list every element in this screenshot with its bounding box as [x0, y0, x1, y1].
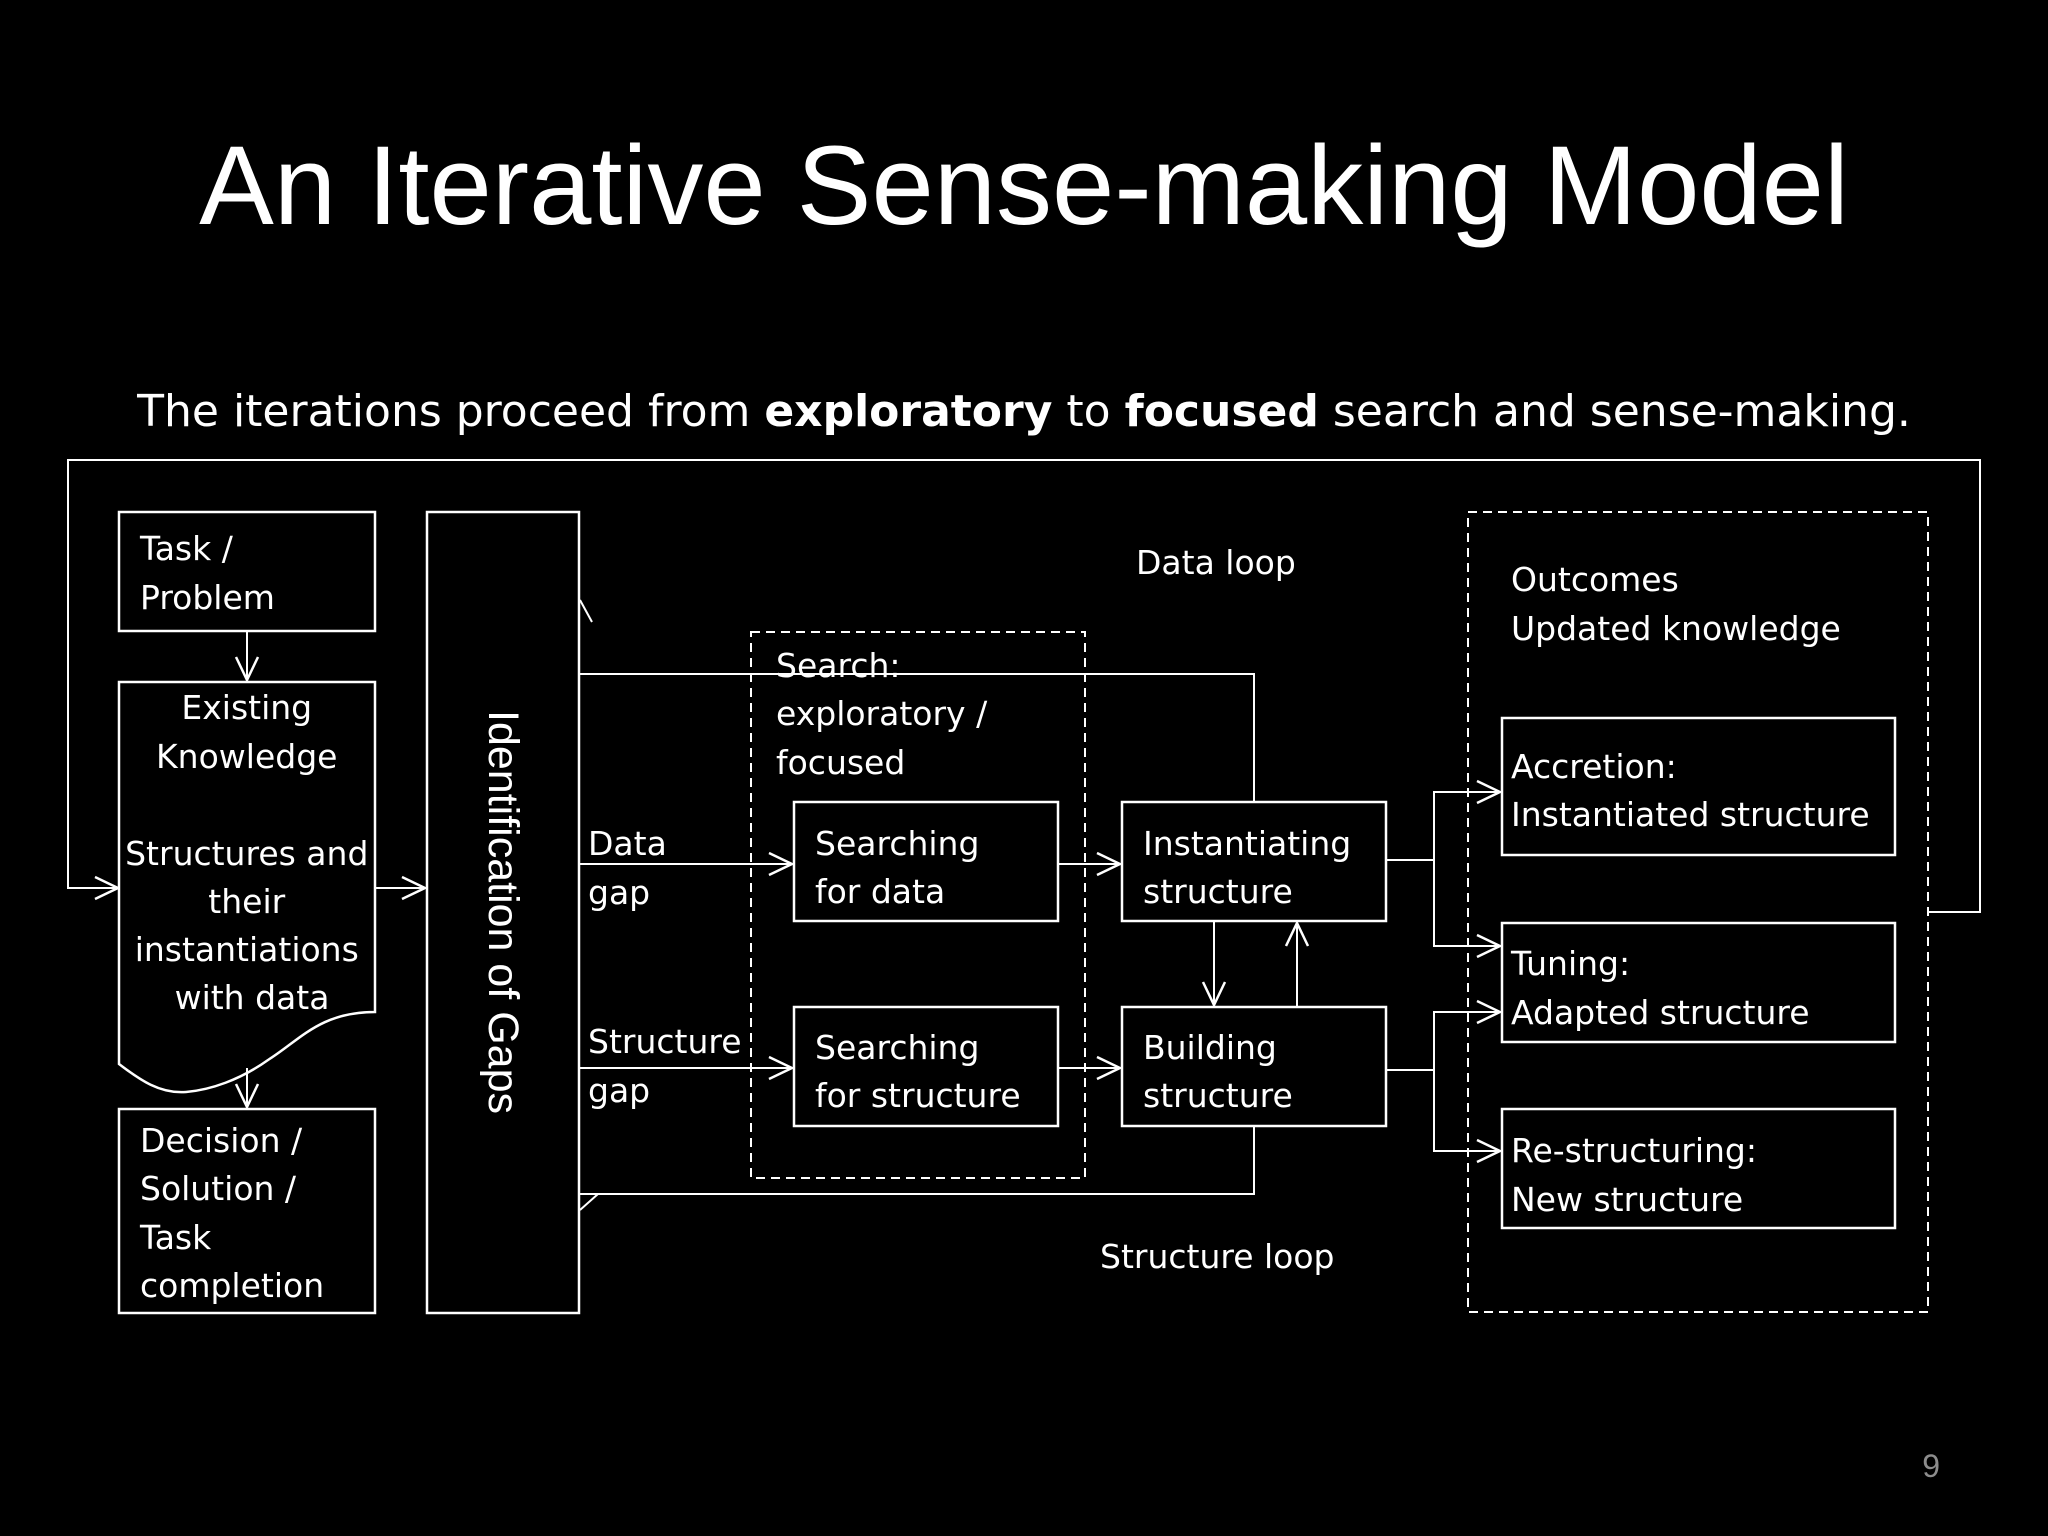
searching-for-structure-box: [792, 1005, 1060, 1128]
building-to-restructuring: [1433, 1070, 1500, 1151]
building-structure-label: Building structure: [1143, 1028, 1293, 1115]
restructuring-label: Re-structuring: New structure: [1511, 1131, 1768, 1219]
instantiating-structure-label: Instantiating structure: [1143, 824, 1362, 911]
subtitle-bold-focused: focused: [1124, 386, 1319, 437]
accretion-label: Accretion: Instantiated structure: [1511, 747, 1870, 834]
accretion-box: [1500, 716, 1897, 857]
outcomes-group-frame: [1467, 511, 1929, 1313]
instantiate-to-tuning: [1433, 860, 1500, 946]
task-problem-box: [117, 510, 377, 633]
data-loop-line: [579, 673, 1255, 802]
outer-feedback-loop: [67, 459, 1981, 913]
subtitle-part-2: to: [1052, 386, 1125, 437]
building-structure-box: [1120, 1005, 1388, 1128]
structure-loop-line: [579, 1126, 1255, 1195]
data-loop-arrowhead: [579, 599, 593, 623]
structure-loop-label: Structure loop: [1100, 1237, 1335, 1276]
searching-for-data-label: Searching for data: [815, 824, 990, 911]
search-group-frame: [750, 631, 1086, 1179]
searching-for-data-box: [792, 800, 1060, 923]
slide-title: An Iterative Sense-making Model: [199, 123, 1849, 248]
decision-label: Decision / Solution / Task completion: [139, 1121, 324, 1305]
data-loop-label: Data loop: [1136, 543, 1296, 582]
identification-of-gaps-box: [425, 510, 581, 1315]
outcomes-label: Outcomes Updated knowledge: [1511, 560, 1841, 648]
searching-for-structure-label: Searching for structure: [815, 1028, 1021, 1115]
restructuring-box: [1500, 1107, 1897, 1230]
instantiate-to-accretion: [1386, 792, 1500, 861]
structure-loop-arrowhead: [579, 1193, 599, 1211]
instantiating-structure-box: [1120, 800, 1388, 923]
subtitle-bold-exploratory: exploratory: [764, 386, 1053, 437]
subtitle-part-1: The iterations proceed from: [137, 386, 765, 437]
page-number: 9: [1922, 1448, 1940, 1484]
slide-subtitle: The iterations proceed from exploratory …: [0, 390, 2048, 434]
data-gap-label: Data gap: [588, 824, 677, 912]
building-to-tuning: [1386, 1012, 1500, 1071]
task-problem-label: Task / Problem: [139, 529, 275, 617]
existing-knowledge-box: [117, 680, 377, 1094]
tuning-label: Tuning: Adapted structure: [1510, 944, 1810, 1032]
identification-of-gaps-label: Identification of Gaps: [479, 710, 527, 1114]
search-group-label: Search: exploratory / focused: [776, 646, 998, 782]
tuning-box: [1500, 921, 1897, 1044]
decision-box: [117, 1107, 377, 1315]
existing-knowledge-label: Existing Knowledge Structures and their …: [125, 688, 379, 1017]
structure-gap-label: Structure gap: [588, 1022, 752, 1110]
subtitle-part-3: search and sense-making.: [1318, 386, 1911, 437]
